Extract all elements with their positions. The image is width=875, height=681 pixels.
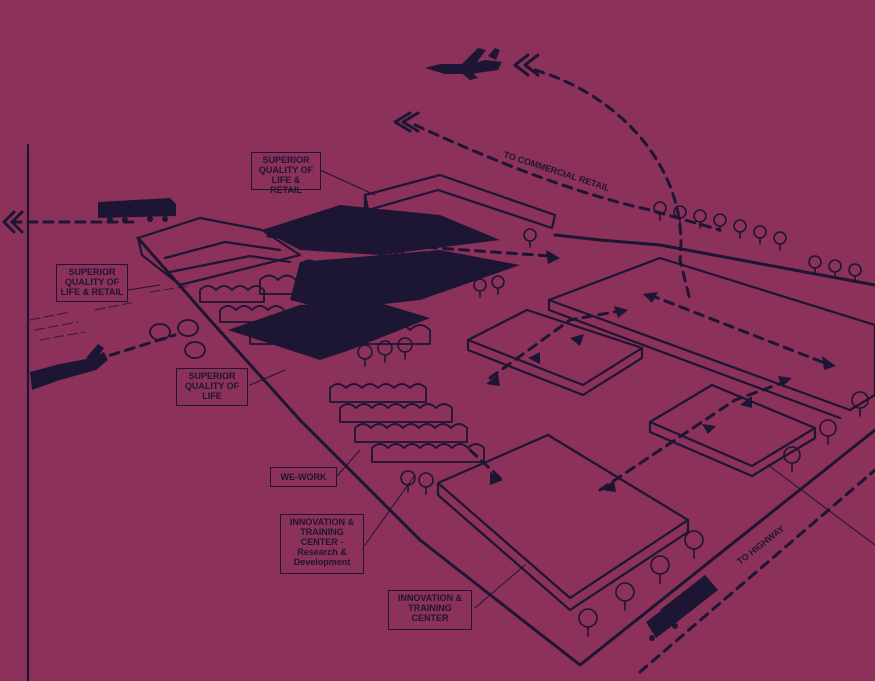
parking-areas [228,205,520,360]
building-south [436,433,690,612]
retail-block-west [136,216,302,287]
leader-lines [127,169,875,609]
label-retail-top: SUPERIOR QUALITY OF LIFE & RETAIL [251,152,321,195]
label-quality-life: SUPERIOR QUALITY OF LIFE [176,368,248,406]
site-boundary-west [136,236,582,667]
label-innovation-rd: INNOVATION & TRAINING CENTER - Research … [280,514,364,574]
airplane-icon [30,344,108,390]
train-icon [98,198,176,223]
industrial-buildings [436,256,875,612]
truck-icon [646,575,718,641]
direction-chevrons [2,53,540,234]
site-boundary-north [553,233,875,287]
road-label-commercial: TO COMMERCIAL RETAIL [502,149,611,193]
building-east [648,383,817,478]
route-highway [638,468,875,674]
route-commercial [413,123,722,232]
route-airport [533,68,692,302]
route-east [648,293,832,367]
building-north [547,256,875,412]
route-cross [598,378,792,492]
storage-units [149,319,206,359]
residential-rows [199,259,485,463]
road-label-highway: TO HIGHWAY [735,524,786,567]
label-we-work: WE-WORK [270,467,337,487]
site-boundary-south [578,428,875,667]
tree-icon [357,201,869,637]
arrowheads [486,250,836,492]
route-south [468,448,502,480]
airplane-icon [425,48,502,80]
label-retail-left: SUPERIOR QUALITY OF LIFE & RETAIL [56,264,128,302]
label-innovation-center: INNOVATION & TRAINING CENTER [388,590,472,630]
building-central [466,308,644,397]
